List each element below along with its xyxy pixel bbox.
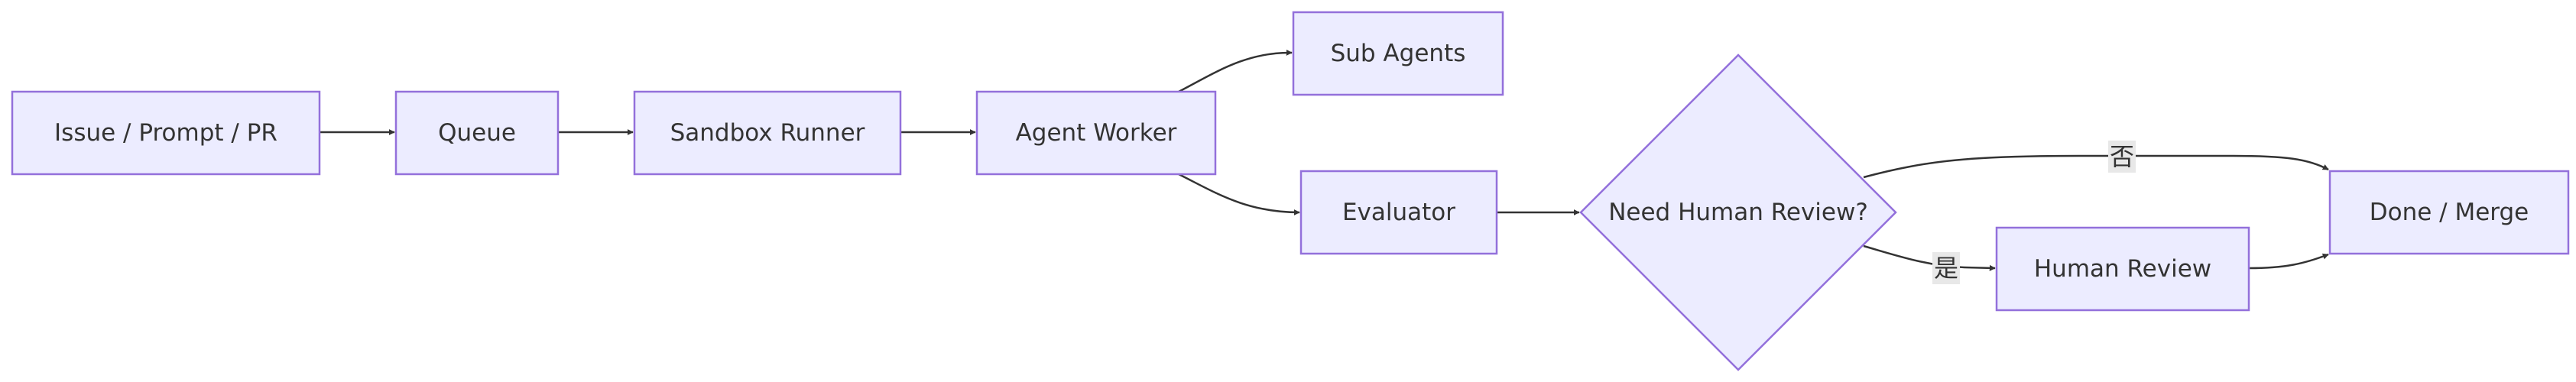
node-human-review: Human Review [1995,226,2250,312]
edge-agent-to-evaluator [1178,173,1300,215]
node-agent: Agent Worker [975,90,1217,176]
node-human-review-label: Human Review [2034,255,2211,283]
edge-human-review-to-done [2248,253,2329,270]
edge-label-yes-text: 是 [1934,254,1958,283]
node-queue-label: Queue [438,119,516,147]
node-queue: Queue [394,90,560,176]
node-issue: Issue / Prompt / PR [11,90,321,176]
edges [320,49,2329,271]
node-issue-label: Issue / Prompt / PR [54,119,277,147]
edge-decision-to-done [1863,154,2329,179]
node-subagents-label: Sub Agents [1331,40,1466,67]
edge-agent-to-subagents [1178,49,1293,93]
edge-label-yes: 是 [1932,252,1960,284]
edge-label-no: 否 [2108,141,2136,173]
node-review-decision-label: Need Human Review? [1608,199,1868,226]
edge-decision-to-human-review [1863,244,1996,271]
node-evaluator: Evaluator [1299,170,1498,255]
node-review-decision: Need Human Review? [1579,53,1897,371]
node-done: Done / Merge [2328,170,2570,255]
node-done-label: Done / Merge [2370,199,2529,226]
node-agent-label: Agent Worker [1016,119,1177,147]
node-evaluator-label: Evaluator [1342,199,1455,226]
node-sandbox: Sandbox Runner [633,90,902,176]
edge-label-no-text: 否 [2110,142,2134,171]
node-sandbox-label: Sandbox Runner [670,119,865,147]
node-subagents: Sub Agents [1292,11,1504,96]
